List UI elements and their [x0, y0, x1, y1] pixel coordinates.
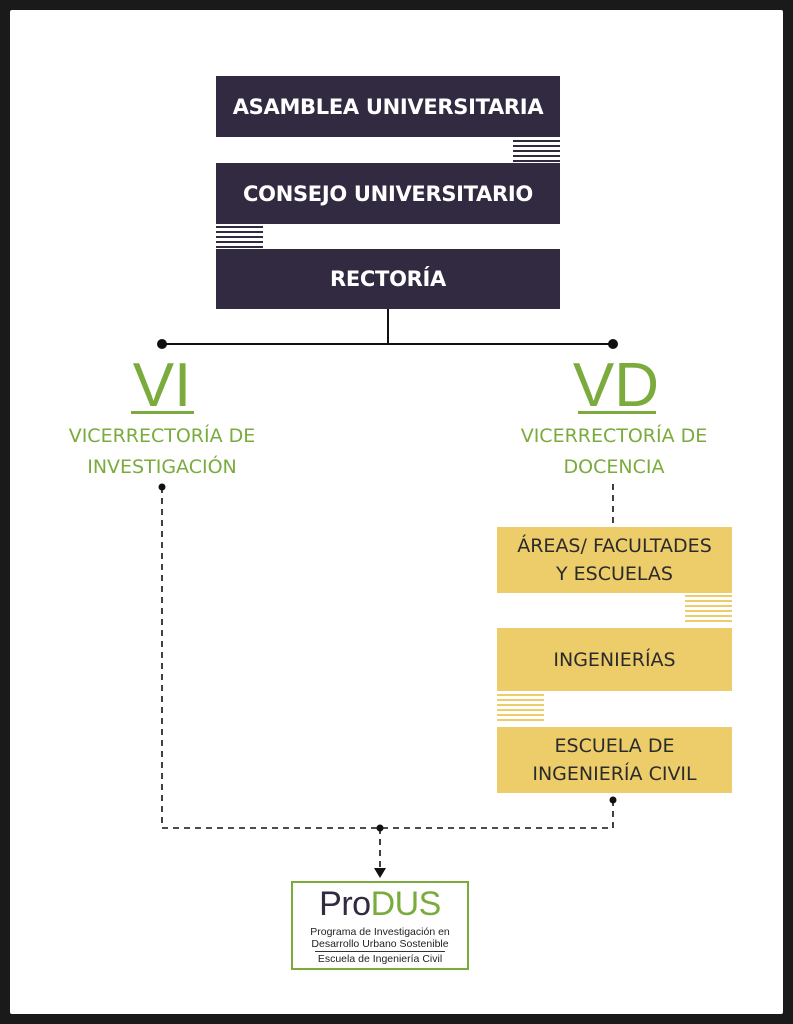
- arrow-head-icon: [374, 868, 386, 878]
- consejo-box: CONSEJO UNIVERSITARIO: [216, 163, 560, 224]
- logo-line2: Desarrollo Urbano Sostenible: [311, 938, 449, 950]
- logo-line1: Programa de Investigación en: [310, 926, 450, 938]
- logo-divider: [315, 951, 445, 952]
- consejo-label: CONSEJO UNIVERSITARIO: [243, 181, 533, 206]
- logo-line3: Escuela de Ingeniería Civil: [317, 953, 443, 965]
- vi-underline: [131, 411, 194, 414]
- stripe-accent-right: [513, 140, 560, 162]
- stripe-accent-left: [216, 226, 263, 248]
- areas-line2: Y ESCUELAS: [556, 563, 673, 585]
- connector-dots: [158, 483, 617, 832]
- asamblea-label: ASAMBLEA UNIVERSITARIA: [232, 94, 544, 119]
- logo-dus-text: DUS: [370, 885, 442, 923]
- escuela-line1: ESCUELA DE: [554, 735, 675, 757]
- produs-logo-title: ProDUS: [293, 885, 467, 923]
- logo-pro-text: Pro: [319, 885, 371, 923]
- ingenierias-box: INGENIERÍAS: [497, 628, 732, 691]
- vd-line2: DOCENCIA: [563, 456, 665, 478]
- vi-description: VICERRECTORÍA DE INVESTIGACIÓN: [30, 421, 294, 483]
- vi-line1: VICERRECTORÍA DE: [68, 425, 256, 447]
- escuela-ingenieria-civil-box: ESCUELA DE INGENIERÍA CIVIL: [497, 727, 732, 793]
- vd-abbreviation: VD: [566, 355, 666, 417]
- dashed-connectors: [161, 484, 614, 868]
- areas-line1: ÁREAS/ FACULTADES: [517, 535, 712, 557]
- produs-logo: ProDUS Programa de Investigación en Desa…: [291, 881, 469, 970]
- vd-abbr-text: VD: [572, 351, 660, 420]
- rectoria-branch: [157, 309, 618, 349]
- gold-stripe-accent-left: [497, 694, 544, 721]
- vi-abbreviation: VI: [112, 355, 212, 417]
- vi-line2: INVESTIGACIÓN: [87, 456, 237, 478]
- gold-stripe-accent-right: [685, 595, 732, 622]
- vd-line1: VICERRECTORÍA DE: [520, 425, 708, 447]
- vi-abbr-text: VI: [132, 351, 192, 420]
- asamblea-box: ASAMBLEA UNIVERSITARIA: [216, 76, 560, 137]
- rectoria-label: RECTORÍA: [330, 267, 446, 291]
- vd-description: VICERRECTORÍA DE DOCENCIA: [482, 421, 746, 483]
- areas-facultades-box: ÁREAS/ FACULTADES Y ESCUELAS: [497, 527, 732, 593]
- vd-underline: [578, 411, 656, 414]
- rectoria-box: RECTORÍA: [216, 249, 560, 309]
- ingenierias-label: INGENIERÍAS: [553, 648, 676, 671]
- escuela-line2: INGENIERÍA CIVIL: [532, 763, 697, 785]
